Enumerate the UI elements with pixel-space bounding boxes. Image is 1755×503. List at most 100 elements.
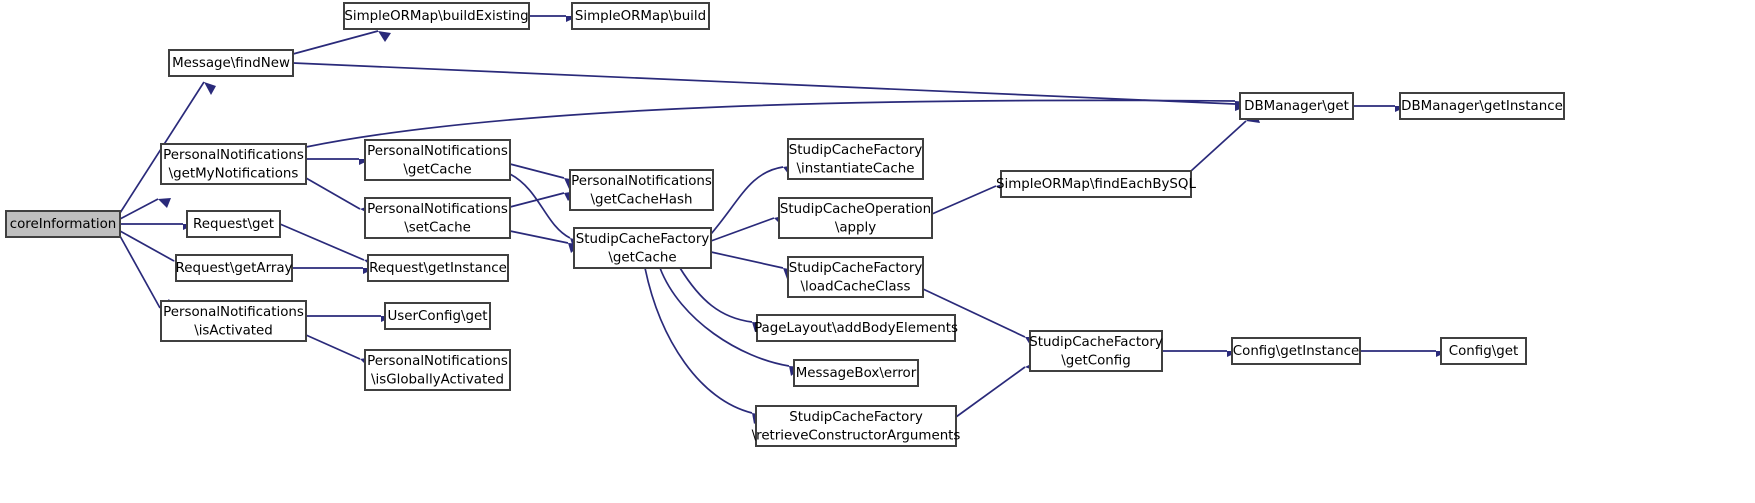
node-label-line: \setCache (404, 220, 471, 235)
node-rect[interactable] (571, 2, 710, 30)
node-label-line: DBManager\getInstance (1401, 99, 1563, 114)
node-label-line: \instantiateCache (797, 161, 915, 176)
node-rect[interactable] (175, 254, 293, 282)
node-rect[interactable] (1239, 92, 1354, 120)
node-rect[interactable] (787, 138, 924, 180)
node-rect[interactable] (1231, 337, 1361, 365)
arrowhead-icon (158, 198, 171, 208)
node-label-line: SimpleORMap\build (575, 9, 706, 24)
node-rect[interactable] (793, 359, 919, 387)
node-rect[interactable] (778, 197, 933, 239)
node-label-line: StudipCacheOperation (780, 202, 931, 217)
graph-node-requestGetInstance[interactable]: Request\getInstance (367, 254, 509, 282)
node-rect[interactable] (186, 210, 281, 238)
node-label-line: PersonalNotifications (367, 202, 508, 217)
node-rect[interactable] (160, 143, 307, 185)
call-edge-coreInformation-to-getMyNotifications (119, 198, 171, 220)
node-rect[interactable] (160, 300, 307, 342)
graph-node-addBodyElements[interactable]: PageLayout\addBodyElements (754, 314, 958, 342)
edge-line (1190, 120, 1247, 172)
graph-node-findEachBySQL[interactable]: SimpleORMap\findEachBySQL (996, 170, 1196, 198)
node-rect[interactable] (384, 302, 491, 330)
node-rect[interactable] (755, 405, 957, 447)
node-rect[interactable] (787, 256, 924, 298)
call-edge-configGetInstance-to-configGet (1360, 350, 1449, 357)
graph-node-getMyNotifications[interactable]: PersonalNotifications \getMyNotifications (160, 143, 307, 185)
graph-node-scfGetConfig[interactable]: StudipCacheFactory\getConfig (1029, 330, 1163, 372)
graph-node-coreInformation[interactable]: coreInformation (5, 210, 121, 238)
node-label-line: PersonalNotifications (571, 174, 712, 189)
graph-node-loadCacheClass[interactable]: StudipCacheFactory\loadCacheClass (787, 256, 924, 298)
edge-line (922, 288, 1026, 338)
node-label-line: PersonalNotifications (163, 148, 304, 163)
call-edge-retrieveCtorArgs-to-scfGetConfig (955, 361, 1038, 418)
call-edge-requestGetArray-to-requestGetInstance (292, 267, 376, 274)
graph-node-configGetInstance[interactable]: Config\getInstance (1231, 337, 1361, 365)
node-label-line: StudipCacheFactory (576, 232, 710, 247)
graph-node-dbManagerGet[interactable]: DBManager\get (1239, 92, 1354, 120)
call-edge-getMyNotifications-to-pnSetCache (305, 177, 373, 216)
edge-line (710, 251, 784, 269)
graph-node-isGloballyActivated[interactable]: PersonalNotifications\isGloballyActivate… (364, 349, 511, 391)
edge-line (305, 177, 361, 210)
graph-node-requestGet[interactable]: Request\get (186, 210, 281, 238)
call-edge-pnSetCache-to-scfGetCache (509, 230, 581, 253)
graph-node-buildExisting[interactable]: SimpleORMap\buildExisting (343, 2, 530, 30)
node-rect[interactable] (5, 210, 121, 238)
graph-node-dbManagerGetInstance[interactable]: DBManager\getInstance (1399, 92, 1565, 120)
edge-line (119, 235, 161, 309)
edge-line (509, 230, 569, 244)
call-edge-messageFindNew-to-dbManagerGet (292, 62, 1248, 111)
node-rect[interactable] (756, 314, 956, 342)
call-edge-scfGetConfig-to-configGetInstance (1162, 350, 1240, 357)
node-rect[interactable] (364, 197, 511, 239)
graph-node-messageFindNew[interactable]: Message\findNew (168, 49, 294, 77)
node-label-line: \getConfig (1061, 353, 1130, 368)
graph-node-userConfigGet[interactable]: UserConfig\get (384, 302, 491, 330)
graph-node-configGet[interactable]: Config\get (1440, 337, 1527, 365)
node-rect[interactable] (1440, 337, 1527, 365)
graph-node-getCacheHash[interactable]: PersonalNotifications\getCacheHash (569, 169, 714, 211)
graph-node-cacheOperationApply[interactable]: StudipCacheOperation \apply (778, 197, 933, 239)
node-label-line: Request\getInstance (369, 261, 507, 276)
node-rect[interactable] (343, 2, 530, 30)
node-label-line: PersonalNotifications (367, 354, 508, 369)
edge-line (679, 267, 753, 323)
node-rect[interactable] (1029, 330, 1163, 372)
graph-node-scfGetCache[interactable]: StudipCacheFactory\getCache (573, 227, 712, 269)
node-label-line: \getMyNotifications (169, 166, 299, 181)
node-rect[interactable] (364, 139, 511, 181)
arrowhead-icon (378, 31, 391, 42)
node-rect[interactable] (1399, 92, 1565, 120)
graph-node-isActivated[interactable]: PersonalNotifications\isActivated (160, 300, 307, 342)
edge-line (119, 230, 175, 262)
node-rect[interactable] (367, 254, 509, 282)
call-edge-messageFindNew-to-buildExisting (292, 30, 391, 55)
graph-node-retrieveCtorArgs[interactable]: StudipCacheFactory\retrieveConstructorAr… (752, 405, 961, 447)
graph-node-instantiateCache[interactable]: StudipCacheFactory\instantiateCache (787, 138, 924, 180)
node-label-line: Config\get (1449, 344, 1518, 359)
call-edge-coreInformation-to-requestGet (120, 223, 196, 230)
node-rect[interactable] (569, 169, 714, 211)
edge-layer (119, 15, 1449, 424)
graph-node-pnGetCache[interactable]: PersonalNotifications\getCache (364, 139, 511, 181)
call-edge-requestGet-to-requestGetInstance (279, 223, 377, 269)
graph-node-requestGetArray[interactable]: Request\getArray (175, 254, 293, 282)
graph-node-pnSetCache[interactable]: PersonalNotifications \setCache (364, 197, 511, 239)
node-label-line: \loadCacheClass (800, 279, 910, 294)
node-layer: coreInformationMessage\findNewSimpleORMa… (5, 2, 1565, 447)
node-label-line: SimpleORMap\findEachBySQL (996, 177, 1196, 192)
node-label-line: DBManager\get (1244, 99, 1349, 114)
call-edge-pnSetCache-to-getCacheHash (509, 191, 577, 208)
node-label-line: \apply (835, 220, 876, 235)
edge-line (509, 192, 565, 208)
graph-node-messageBoxError[interactable]: MessageBox\error (793, 359, 919, 387)
node-rect[interactable] (1000, 170, 1192, 198)
graph-node-simpleOrMapBuild[interactable]: SimpleORMap\build (571, 2, 710, 30)
edge-line (644, 267, 753, 414)
node-rect[interactable] (364, 349, 511, 391)
node-rect[interactable] (168, 49, 294, 77)
node-rect[interactable] (573, 227, 712, 269)
